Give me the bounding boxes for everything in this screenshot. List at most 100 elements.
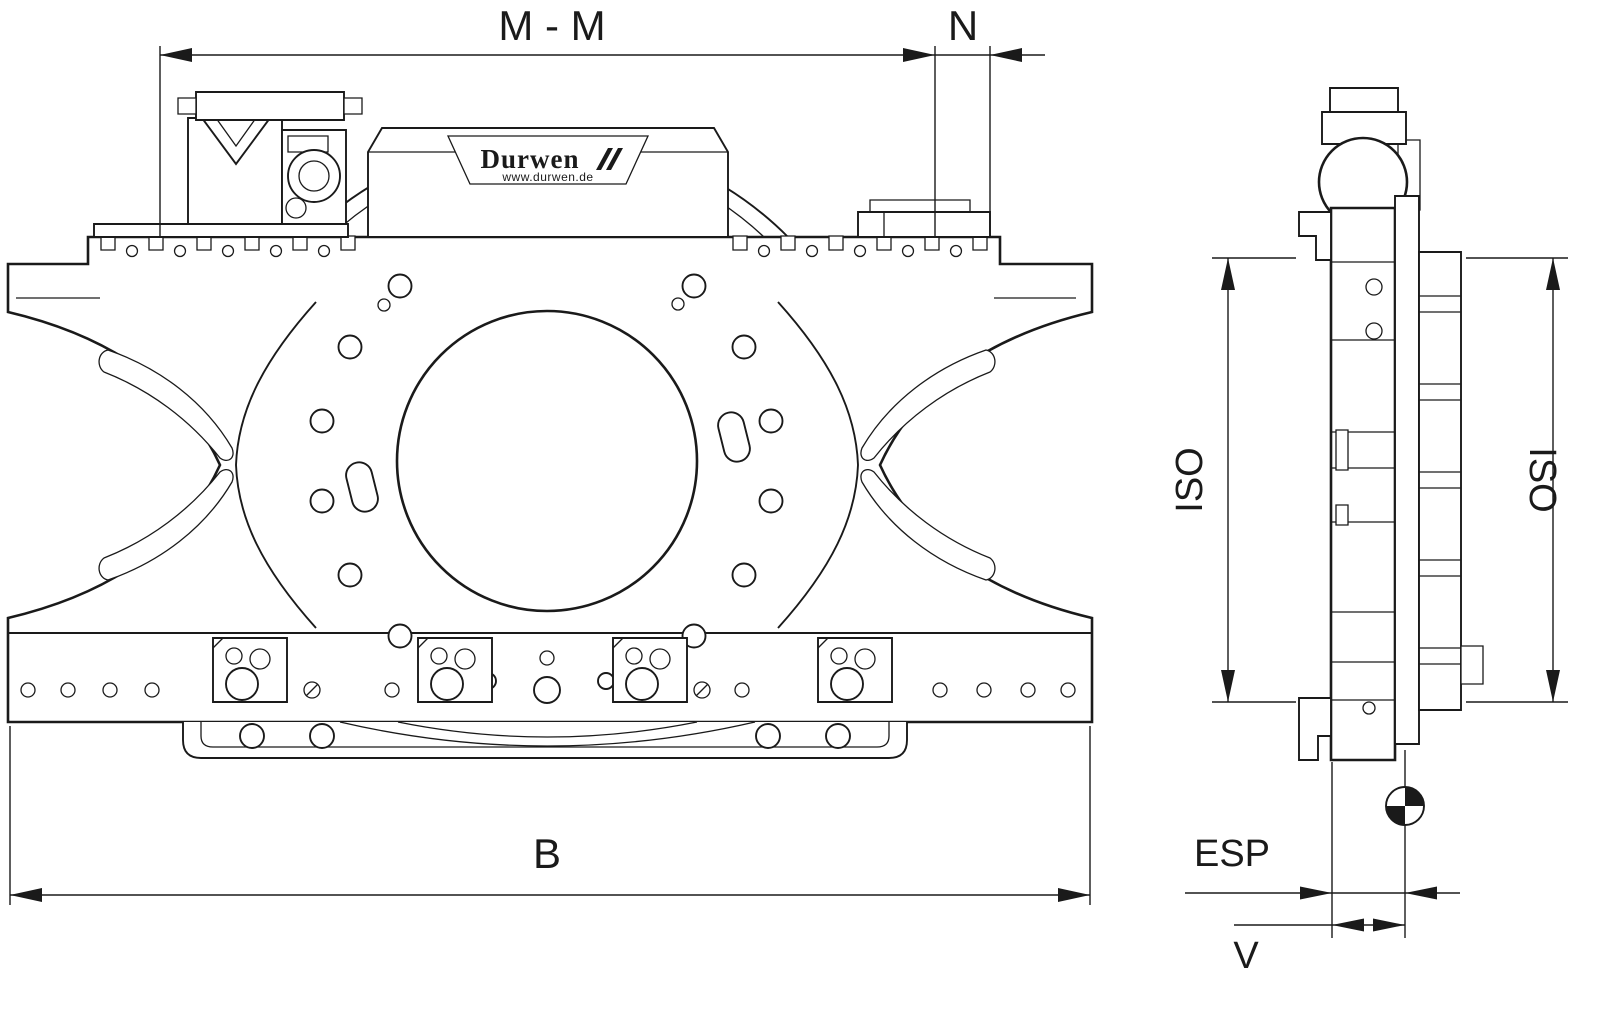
pad-hole-medium — [650, 649, 670, 669]
side-hole-small — [1363, 702, 1375, 714]
upper-hook — [1299, 212, 1331, 260]
lower-hook — [1299, 698, 1331, 760]
valve-fitting-rect — [288, 136, 328, 152]
pad-hole-small — [831, 648, 847, 664]
bar-bolt — [175, 246, 186, 257]
bolt-hole — [339, 564, 362, 587]
pad-hole-medium — [455, 649, 475, 669]
valve-port-inner — [299, 161, 329, 191]
side-body-column — [1331, 208, 1395, 760]
valve-tab-right — [344, 98, 362, 114]
latch-detail-small — [1336, 505, 1348, 525]
brand-logo-slashes-icon — [596, 148, 623, 170]
pad-chamfer — [818, 638, 828, 648]
n-plate-lower — [858, 212, 990, 237]
arrowhead-left — [1332, 918, 1364, 932]
pad-hole-large — [831, 668, 863, 700]
top-cap — [1330, 88, 1398, 112]
dimension-iso-left: ISO — [1169, 258, 1296, 702]
pad-chamfer — [418, 638, 428, 648]
center-of-gravity — [1386, 750, 1424, 938]
mounting-pad-3 — [613, 638, 687, 702]
bolt-hole — [760, 410, 783, 433]
flange-hole — [145, 683, 159, 697]
carriage-notch — [149, 236, 163, 250]
waist-inner-right — [778, 302, 858, 628]
strip-bolt — [240, 724, 264, 748]
pin-hole — [378, 299, 390, 311]
pocket-lower-right — [861, 470, 995, 580]
strip-bolt — [756, 724, 780, 748]
bolt-circle-holes — [311, 275, 783, 704]
screw-slot — [696, 684, 708, 696]
bolt-hole-small — [598, 673, 614, 689]
bolt-hole — [389, 625, 412, 648]
bar-bolt — [855, 246, 866, 257]
ring-stack — [1419, 252, 1461, 710]
arrowhead-right — [1300, 886, 1332, 900]
cog-symbol-quadrant-ne — [1405, 787, 1424, 806]
dim-label-v: V — [1233, 935, 1259, 977]
n-plate — [858, 200, 990, 237]
bolt-hole — [683, 275, 706, 298]
center-pin-hole — [540, 651, 554, 665]
carriage-notch — [973, 236, 987, 250]
pad-hole-medium — [250, 649, 270, 669]
dimension-n: N — [948, 2, 1022, 237]
bar-bolt — [319, 246, 330, 257]
carriage-notch — [925, 236, 939, 250]
valve-port-outer — [288, 150, 340, 202]
bottom-strip — [183, 722, 907, 758]
mounting-pad-2 — [418, 638, 492, 702]
valve-top-plate — [196, 92, 344, 120]
bar-bolt — [759, 246, 770, 257]
valve-tab-left — [178, 98, 196, 114]
ring-grooves — [1419, 296, 1461, 664]
strip-inner-line — [201, 722, 889, 747]
bar-bolt — [807, 246, 818, 257]
carriage-notch — [197, 236, 211, 250]
arrowhead-left — [990, 48, 1022, 62]
waist-inner-left — [236, 302, 316, 628]
screw-slot — [306, 684, 318, 696]
flange-hole — [1021, 683, 1035, 697]
carriage-notch — [245, 236, 259, 250]
dim-label-iso-left: ISO — [1169, 447, 1211, 512]
bolt-hole — [733, 564, 756, 587]
bottom-flange — [21, 638, 1075, 702]
pocket-upper-left — [99, 350, 233, 460]
dim-label-mm: M - M — [498, 2, 605, 49]
strip-bolt — [310, 724, 334, 748]
strip-outline — [183, 722, 907, 758]
carriage-notch — [781, 236, 795, 250]
arrowhead-up — [1221, 258, 1235, 290]
logo-recess-panel — [448, 136, 648, 184]
dimension-b: B — [10, 726, 1090, 905]
front-plate — [1395, 196, 1419, 744]
arrowhead-left — [1405, 886, 1437, 900]
slot-right — [715, 410, 752, 465]
pad-hole-large — [431, 668, 463, 700]
bolt-hole — [389, 275, 412, 298]
arrowhead-up — [1546, 258, 1560, 290]
pad-hole-small — [626, 648, 642, 664]
strip-ring-arc-inner — [398, 722, 697, 737]
bar-bolt — [951, 246, 962, 257]
flange-hole — [103, 683, 117, 697]
strip-bolt — [826, 724, 850, 748]
carriage-notch — [829, 236, 843, 250]
strip-ring-arc-outer — [340, 722, 755, 746]
flange-hole — [977, 683, 991, 697]
valve-assembly — [94, 92, 362, 237]
flange-hole — [933, 683, 947, 697]
pad-hole-small — [226, 648, 242, 664]
dimension-mm: M - M — [160, 2, 1045, 237]
bolt-hole — [760, 490, 783, 513]
arrowhead-left — [10, 888, 42, 902]
carriage-notch — [101, 236, 115, 250]
flange-hole — [21, 683, 35, 697]
arrowhead-right — [1373, 918, 1405, 932]
pad-chamfer — [213, 638, 223, 648]
